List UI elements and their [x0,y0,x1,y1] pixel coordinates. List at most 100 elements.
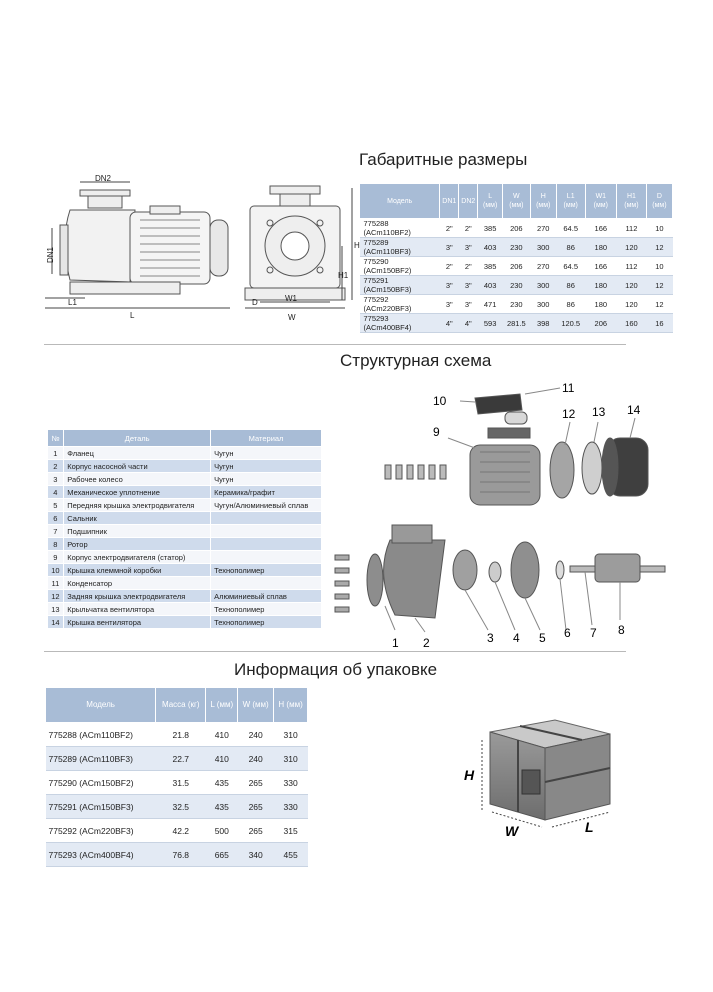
callout-2: 2 [423,636,430,650]
dimensions-title: Габаритные размеры [359,150,528,169]
table-cell: 281.5 [502,313,531,333]
table-cell: 775291 (ACm150BF3) [359,275,440,295]
table-cell: 12 [646,275,673,295]
table-cell: 330 [273,770,308,795]
table-cell: 7 [47,524,65,538]
table-cell: Технополимер [210,602,322,616]
table-cell: 775289 (ACm110BF3) [359,237,440,257]
table-cell: 240 [237,722,274,747]
dn2-label: DN2 [95,174,112,183]
table-cell: 500 [205,818,238,843]
exploded-view-diagram: 1 2 3 4 5 6 7 8 9 10 11 12 13 14 [334,381,666,650]
pack-table-header: Модель [44,687,157,723]
table-cell: 300 [530,275,557,295]
table-cell: 5 [47,498,65,512]
table-cell: 6 [47,511,65,525]
table-cell: 315 [273,818,308,843]
table-cell [210,511,322,525]
callout-7: 7 [590,626,597,640]
parts-table-header: Деталь [63,429,212,447]
table-cell: 180 [585,294,617,314]
table-cell: 8 [47,537,65,551]
table-cell: 270 [530,218,557,238]
table-cell: 86 [556,275,586,295]
table-cell: 112 [616,256,647,276]
table-cell: 42.2 [155,818,206,843]
table-cell [210,550,322,564]
pack-table-header: L (мм) [205,687,239,723]
dims-table-header: DN1 [439,183,460,219]
pack-table-header: Масса (кг) [155,687,207,723]
table-cell: 22.7 [155,746,206,771]
table-cell: 230 [502,275,531,295]
table-cell: 403 [477,275,503,295]
table-cell: 775288 (ACm110BF2) [359,218,440,238]
callout-12: 12 [562,407,576,421]
table-cell: 120 [616,275,647,295]
table-cell: 265 [237,770,274,795]
table-cell: Технополимер [210,615,322,629]
table-cell: 120 [616,294,647,314]
callout-10: 10 [433,394,447,408]
table-cell: 9 [47,550,65,564]
section-divider-2 [44,651,626,652]
box-w-label: W [505,823,520,839]
d-label: D [252,298,258,307]
l-label: L [130,311,135,320]
box-l-label: L [585,819,594,835]
table-cell: 775293 (ACm400BF4) [359,313,440,333]
table-cell: 775288 (ACm110BF2) [45,722,156,747]
table-cell: 270 [530,256,557,276]
table-cell: 2" [458,256,478,276]
table-cell: 2 [47,459,65,473]
table-cell: 16 [646,313,673,333]
table-cell: 230 [502,237,531,257]
table-cell: 86 [556,237,586,257]
table-cell: 166 [585,218,617,238]
table-cell: 775291 (ACm150BF3) [45,794,156,819]
table-cell: 12 [646,237,673,257]
table-cell: Чугун [210,446,322,460]
table-cell: 775292 (ACm220BF3) [45,818,156,843]
table-cell: Керамика/графит [210,485,322,499]
table-cell: 206 [502,218,531,238]
table-cell: 300 [530,294,557,314]
callout-14: 14 [627,403,641,417]
pack-table-header: W (мм) [237,687,275,723]
table-cell: 230 [502,294,531,314]
section-divider [44,344,626,345]
callout-1: 1 [392,636,399,650]
dims-table-header: Модель [358,183,441,219]
callout-4: 4 [513,631,520,645]
table-cell [210,524,322,538]
pack-table-header: H (мм) [273,687,308,723]
dims-table-header: D (мм) [645,183,674,219]
table-cell: 10 [47,563,65,577]
table-cell: 10 [646,256,673,276]
table-cell: Корпус насосной части [63,459,212,473]
table-cell: 86 [556,294,586,314]
table-cell: 120 [616,237,647,257]
table-cell [210,576,322,590]
table-cell: 265 [237,794,274,819]
callout-8: 8 [618,623,625,637]
table-cell: 32.5 [155,794,206,819]
table-cell: 3" [439,275,459,295]
table-cell: Ротор [63,537,212,551]
table-cell: 775290 (ACm150BF2) [359,256,440,276]
table-cell: 775290 (ACm150BF2) [45,770,156,795]
